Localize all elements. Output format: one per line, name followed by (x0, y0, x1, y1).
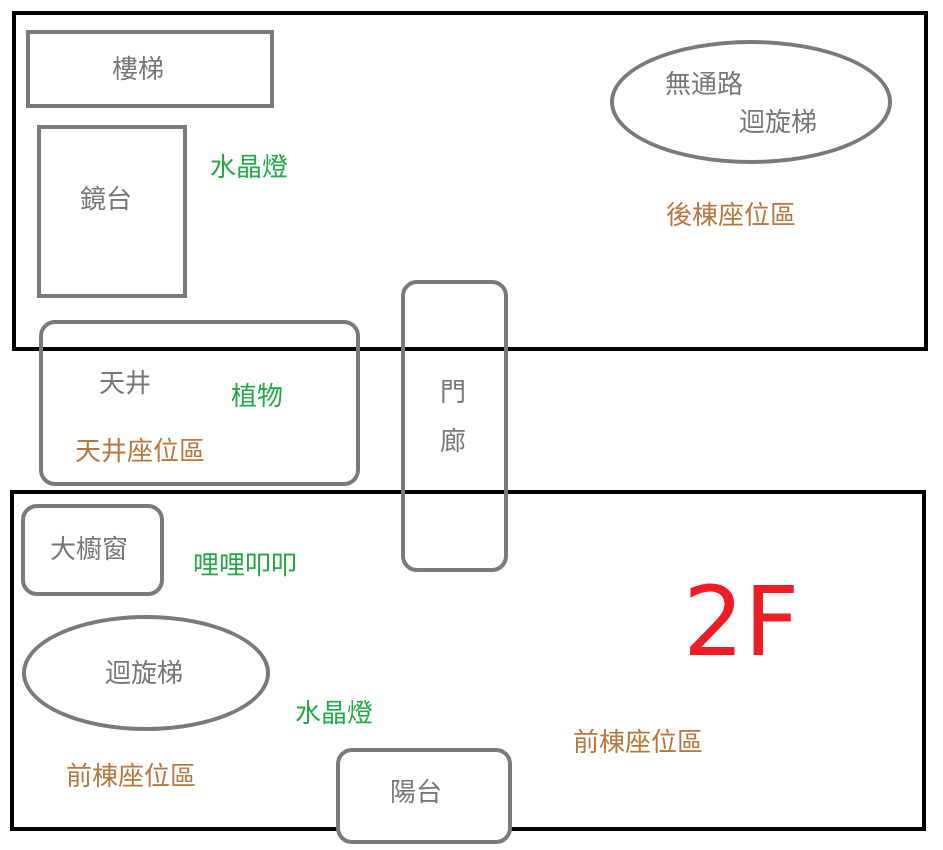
corridor-box (401, 280, 508, 572)
courtyard-label: 天井 (99, 369, 152, 399)
mirror-stand-box (37, 125, 187, 298)
back-building (12, 11, 928, 351)
chandelier-front-label: 水晶燈 (295, 699, 374, 729)
back-seating-label: 後棟座位區 (666, 201, 797, 231)
floor-label: 2F (683, 566, 800, 678)
corridor-label-1: 門 (440, 378, 467, 408)
mirror-stand-label: 鏡台 (80, 185, 133, 215)
front-seating-left-label: 前棟座位區 (66, 762, 197, 792)
spiral-stairs-back-oval (610, 40, 892, 164)
stairs-label: 樓梯 (112, 55, 165, 85)
plants-label: 植物 (231, 382, 284, 412)
courtyard-box (39, 320, 360, 486)
bay-window-box (21, 504, 164, 596)
chandelier-back-label: 水晶燈 (210, 153, 289, 183)
stairs-box (26, 30, 274, 108)
spiral-stairs-back-label: 迴旋梯 (739, 108, 818, 138)
balcony-box (336, 748, 512, 844)
bay-window-label: 大櫥窗 (50, 535, 129, 565)
courtyard-seating-label: 天井座位區 (75, 437, 206, 467)
spiral-stairs-front-oval (22, 615, 270, 731)
sign-text-label: 哩哩叩叩 (193, 551, 298, 581)
front-seating-right-label: 前棟座位區 (573, 728, 704, 758)
balcony-label: 陽台 (390, 778, 443, 808)
no-passage-label: 無通路 (665, 70, 744, 100)
spiral-stairs-front-label: 迴旋梯 (105, 659, 184, 689)
corridor-label-2: 廊 (440, 427, 467, 457)
